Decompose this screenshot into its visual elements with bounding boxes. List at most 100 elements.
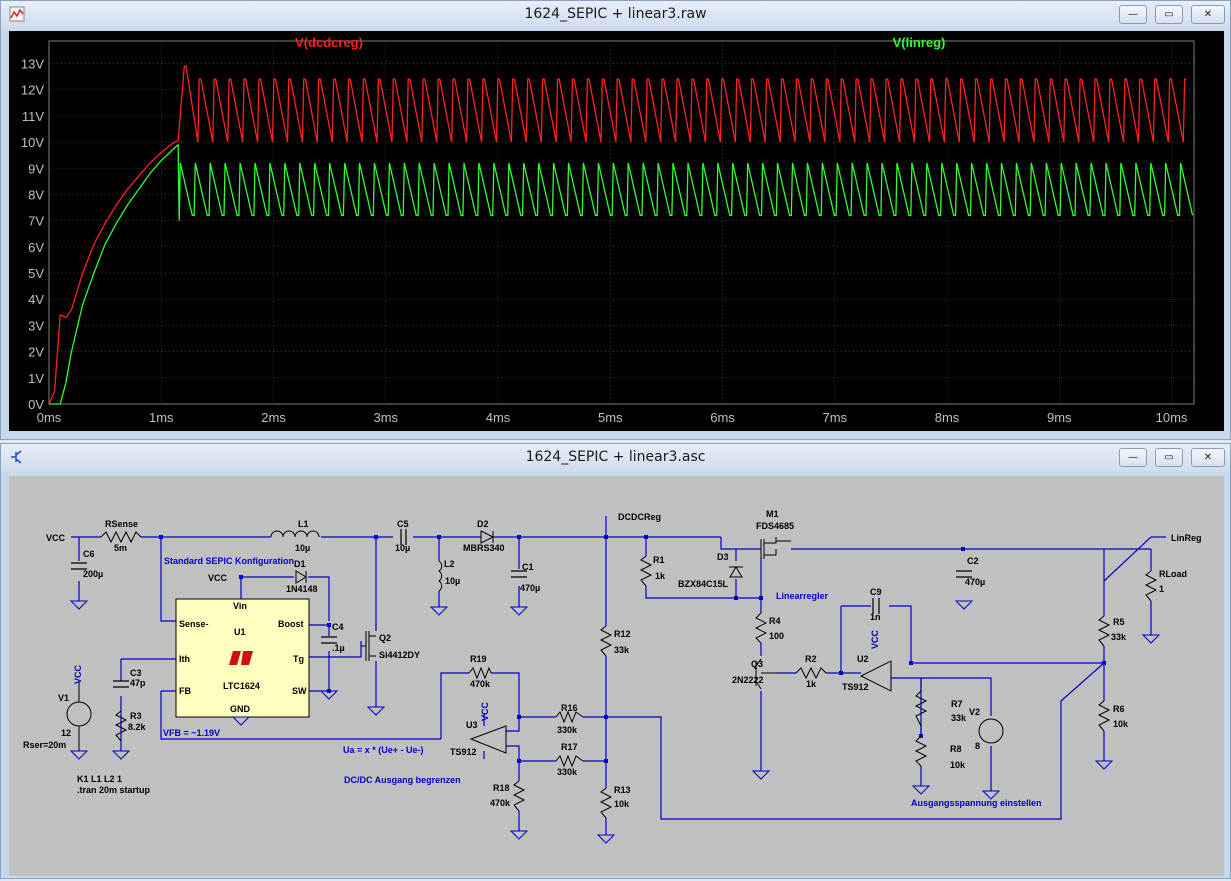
dcdcreg-label: DCDCReg xyxy=(618,512,661,522)
r7-label: R7 xyxy=(951,699,963,709)
u2-label: U2 xyxy=(857,654,869,664)
c6-value: 200µ xyxy=(83,569,103,579)
traces[interactable] xyxy=(48,65,1194,405)
gnd-pin: GND xyxy=(230,704,251,714)
rload-value: 1 xyxy=(1159,584,1164,594)
schematic-titlebar[interactable]: 1624_SEPIC + linear3.asc — ▭ ✕ xyxy=(1,444,1230,472)
x-tick-label: 4ms xyxy=(486,410,511,425)
wires xyxy=(71,516,1166,835)
x-tick-label: 7ms xyxy=(823,410,848,425)
schematic-app-icon xyxy=(11,450,22,464)
output-set-comment: Ausgangsspannung einstellen xyxy=(911,798,1042,808)
schematic-drawing[interactable]: VCC RSense 5m L1 10µ C5 10µ D2 MBRS340 D… xyxy=(9,476,1224,876)
transistors xyxy=(361,537,791,690)
c4-label: C4 xyxy=(332,622,344,632)
sources xyxy=(66,681,1004,751)
close-button[interactable]: ✕ xyxy=(1191,5,1225,24)
r3-label: R3 xyxy=(130,711,142,721)
rsense-label: RSense xyxy=(105,519,138,529)
r4-value: 100 xyxy=(769,631,784,641)
v1-label: V1 xyxy=(58,693,69,703)
ltc1624-label: LTC1624 xyxy=(223,681,260,691)
tg-pin: Tg xyxy=(293,654,304,664)
r18-label: R18 xyxy=(493,783,510,793)
minimize-button[interactable]: — xyxy=(1119,448,1147,467)
capacitors xyxy=(71,529,972,688)
q2-value: Si4412DY xyxy=(379,650,420,660)
y-tick-label: 13V xyxy=(21,56,44,71)
y-tick-label: 3V xyxy=(28,318,44,333)
r12-value: 33k xyxy=(614,645,630,655)
q2-label: Q2 xyxy=(379,633,391,643)
y-tick-label: 1V xyxy=(28,371,44,386)
legend-label-1: V(linreg) xyxy=(893,35,946,50)
y-tick-label: 6V xyxy=(28,240,44,255)
linreg-label: LinReg xyxy=(1171,533,1202,543)
x-tick-label: 0ms xyxy=(37,410,62,425)
tran-directive: .tran 20m startup xyxy=(77,785,151,795)
x-tick-label: 3ms xyxy=(373,410,398,425)
y-tick-label: 7V xyxy=(28,214,44,229)
waveform-titlebar[interactable]: 1624_SEPIC + linear3.raw — ▭ ✕ xyxy=(1,1,1230,29)
u3-value: TS912 xyxy=(450,747,477,757)
u3-label: U3 xyxy=(466,720,478,730)
r5-value: 33k xyxy=(1111,632,1127,642)
r13-label: R13 xyxy=(614,785,631,795)
r4-label: R4 xyxy=(769,616,781,626)
q3-value: 2N2222 xyxy=(732,675,764,685)
y-tick-label: 8V xyxy=(28,187,44,202)
x-tick-label: 8ms xyxy=(935,410,960,425)
r7-value: 33k xyxy=(951,713,967,723)
vcc-u3-flag: VCC xyxy=(480,701,490,721)
boost-pin: Boost xyxy=(278,619,304,629)
minimize-button[interactable]: — xyxy=(1119,5,1147,24)
x-tick-label: 1ms xyxy=(149,410,174,425)
waveform-app-icon xyxy=(9,6,25,22)
k-coupling-directive: K1 L1 L2 1 xyxy=(77,774,122,784)
lt-logo-icon xyxy=(229,651,253,665)
trace-vlinreg xyxy=(49,143,1194,405)
schematic-canvas[interactable]: VCC RSense 5m L1 10µ C5 10µ D2 MBRS340 D… xyxy=(9,476,1224,876)
v2-label: V2 xyxy=(969,707,980,717)
r13-value: 10k xyxy=(614,799,630,809)
d1-value: 1N4148 xyxy=(286,584,318,594)
r8-label: R8 xyxy=(950,744,962,754)
vcc-u1-label: VCC xyxy=(208,573,228,583)
x-tick-label: 9ms xyxy=(1047,410,1072,425)
d1-label: D1 xyxy=(294,559,306,569)
y-tick-label: 2V xyxy=(28,345,44,360)
close-button[interactable]: ✕ xyxy=(1191,448,1225,467)
restore-button[interactable]: ▭ xyxy=(1155,5,1183,24)
restore-button[interactable]: ▭ xyxy=(1155,448,1183,467)
r6-label: R6 xyxy=(1113,704,1125,714)
x-tick-label: 6ms xyxy=(710,410,735,425)
v2-value: 8 xyxy=(975,741,980,751)
diodes xyxy=(295,530,743,584)
c1-label: C1 xyxy=(522,562,534,572)
sw-pin: SW xyxy=(292,686,307,696)
sense-pin: Sense- xyxy=(179,619,209,629)
trace-vdcdcreg xyxy=(48,65,1187,405)
l2-value: 10µ xyxy=(445,576,460,586)
linearregler-comment: Linearregler xyxy=(776,591,829,601)
m1-value: FDS4685 xyxy=(756,521,794,531)
y-tick-label: 10V xyxy=(21,135,44,150)
r17-label: R17 xyxy=(561,742,578,752)
r1-value: 1k xyxy=(655,571,666,581)
schematic-window[interactable]: 1624_SEPIC + linear3.asc — ▭ ✕ xyxy=(0,443,1231,879)
v1-value: 12 xyxy=(61,728,71,738)
x-tick-label: 5ms xyxy=(598,410,623,425)
l1-label: L1 xyxy=(298,519,309,529)
c3-value: 47p xyxy=(130,678,146,688)
y-tick-label: 9V xyxy=(28,161,44,176)
r1-label: R1 xyxy=(653,555,665,565)
rsense-value: 5m xyxy=(114,543,127,553)
c2-value: 470µ xyxy=(965,577,985,587)
d3-label: D3 xyxy=(717,552,729,562)
r16-value: 330k xyxy=(557,725,578,735)
d3-value: BZX84C15L xyxy=(678,579,729,589)
